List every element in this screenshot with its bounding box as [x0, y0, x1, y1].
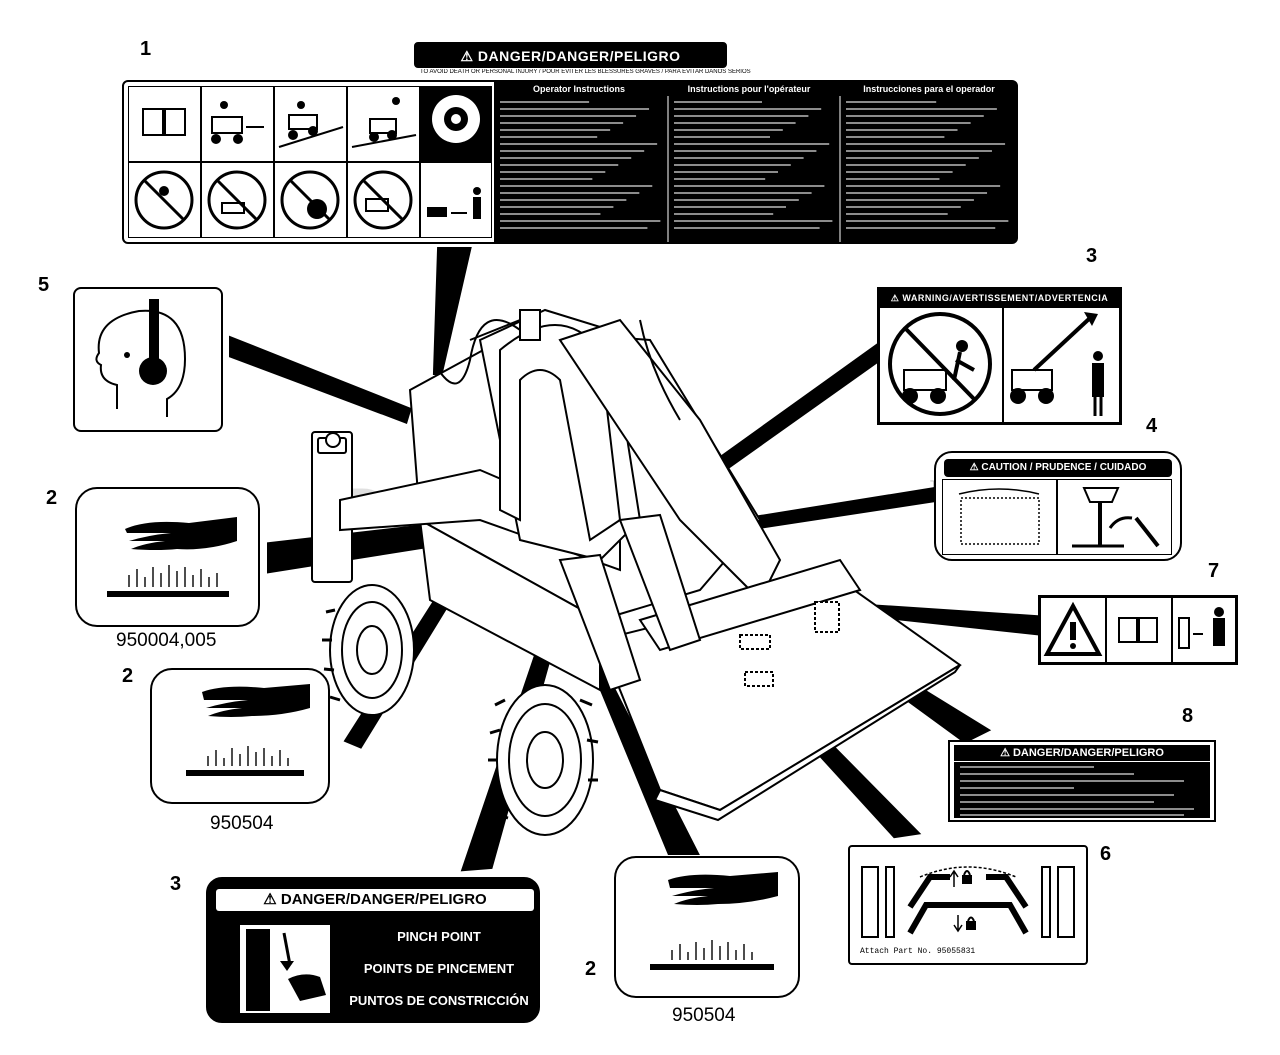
callout-8: 8 [1182, 705, 1194, 727]
no-lift-people-icon [201, 162, 274, 238]
decal-3-pinch-point: ⚠ DANGER/DANGER/PELIGRO PINCH POINT POIN… [206, 877, 540, 1023]
operator-loader-icon [201, 86, 274, 162]
no-tipping-icon [274, 162, 347, 238]
stand-clear-icon [1172, 597, 1236, 663]
pinch-hazard-icon [240, 925, 330, 1013]
decal-1-col-es-header: Instrucciones para el operador [863, 84, 995, 94]
callout-2-a: 2 [46, 487, 58, 509]
decal-6-caption: Attach Part No. 95055831 [860, 947, 976, 956]
no-lifting-people-icon [879, 307, 1003, 423]
callout-4: 4 [1146, 415, 1158, 437]
latch-diagram [861, 866, 1075, 938]
decal-1-text-area: Operator Instructions Instructions pour … [494, 82, 1016, 242]
pinch-point-es: PUNTOS DE CONSTRICCIÓN [349, 993, 529, 1008]
decal-2-hand-burn-950504-bottom [614, 856, 800, 998]
no-riders-icon [128, 162, 201, 238]
decal-1-operator-instructions: ⚠ DANGER/DANGER/PELIGRO TO AVOID DEATH O… [122, 42, 1018, 244]
callout-7: 7 [1208, 560, 1220, 582]
callout-1: 1 [140, 38, 152, 60]
part-number-950504-left: 950504 [210, 813, 274, 834]
decal-1-fine-print [500, 96, 1009, 242]
hand-burn-icon [186, 684, 310, 776]
callout-5: 5 [38, 274, 50, 296]
decal-1-col-fr-header: Instructions pour l'opérateur [687, 84, 811, 94]
decal-8-banner: ⚠ DANGER/DANGER/PELIGRO [954, 745, 1210, 761]
manual-book-icon [128, 86, 201, 162]
decal-2-hand-burn-950504-left [150, 668, 330, 804]
warning-triangle-icon [1040, 597, 1106, 663]
callout-2-b: 2 [122, 665, 134, 687]
decal-3-lift-warning: ⚠ WARNING/AVERTISSEMENT/ADVERTENCIA [877, 287, 1122, 425]
slope-loader-icon [274, 86, 347, 162]
decal-3-pinch-banner: ⚠ DANGER/DANGER/PELIGRO [216, 889, 534, 911]
decal-1-banner: ⚠ DANGER/DANGER/PELIGRO [414, 42, 727, 68]
part-number-950504-bottom: 950504 [672, 1005, 736, 1026]
raised-bucket-icon [347, 86, 420, 162]
no-bystanders-icon [347, 162, 420, 238]
tire-icon [420, 86, 492, 162]
decal-8-danger-text: ⚠ DANGER/DANGER/PELIGRO [948, 740, 1216, 822]
callout-3-top: 3 [1086, 245, 1098, 267]
decal-1-subtitle: TO AVOID DEATH OR PERSONAL INJURY / POUR… [420, 69, 751, 75]
pinch-point-fr: POINTS DE PINCEMENT [363, 961, 515, 976]
hand-burn-icon [650, 872, 778, 970]
decal-3-warning-banner: ⚠ WARNING/AVERTISSEMENT/ADVERTENCIA [879, 289, 1120, 307]
decal-1-icon-grid [128, 86, 492, 238]
callout-6: 6 [1100, 843, 1112, 865]
decal-6-bucket-latch: Attach Part No. 95055831 [848, 845, 1088, 965]
decal-5-hearing-protection [73, 287, 223, 432]
decal-8-fine-print [954, 762, 1210, 818]
tipping-load-icon [942, 479, 1057, 555]
decal-4-caution: ⚠ CAUTION / PRUDENCE / CUIDADO [934, 451, 1182, 561]
pinch-point-en: PINCH POINT [397, 929, 481, 944]
read-manual-icon [1106, 597, 1172, 663]
keep-distance-icon [420, 162, 492, 238]
keep-clear-raised-arm-icon [1003, 307, 1120, 423]
decal-2-hand-burn-950004 [75, 487, 260, 627]
machine-body [311, 308, 962, 836]
decal-1-col-en-header: Operator Instructions [532, 84, 625, 94]
hand-burn-icon [107, 517, 237, 597]
decal-4-banner: ⚠ CAUTION / PRUDENCE / CUIDADO [944, 459, 1172, 477]
crush-hazard-icon [1057, 479, 1172, 555]
leader-5 [229, 335, 412, 424]
decal-7-safety-symbols [1038, 595, 1238, 665]
leader-1 [432, 247, 472, 375]
part-number-950004: 950004,005 [116, 630, 217, 651]
callout-3-bottom: 3 [170, 873, 182, 895]
callout-2-c: 2 [585, 958, 597, 980]
